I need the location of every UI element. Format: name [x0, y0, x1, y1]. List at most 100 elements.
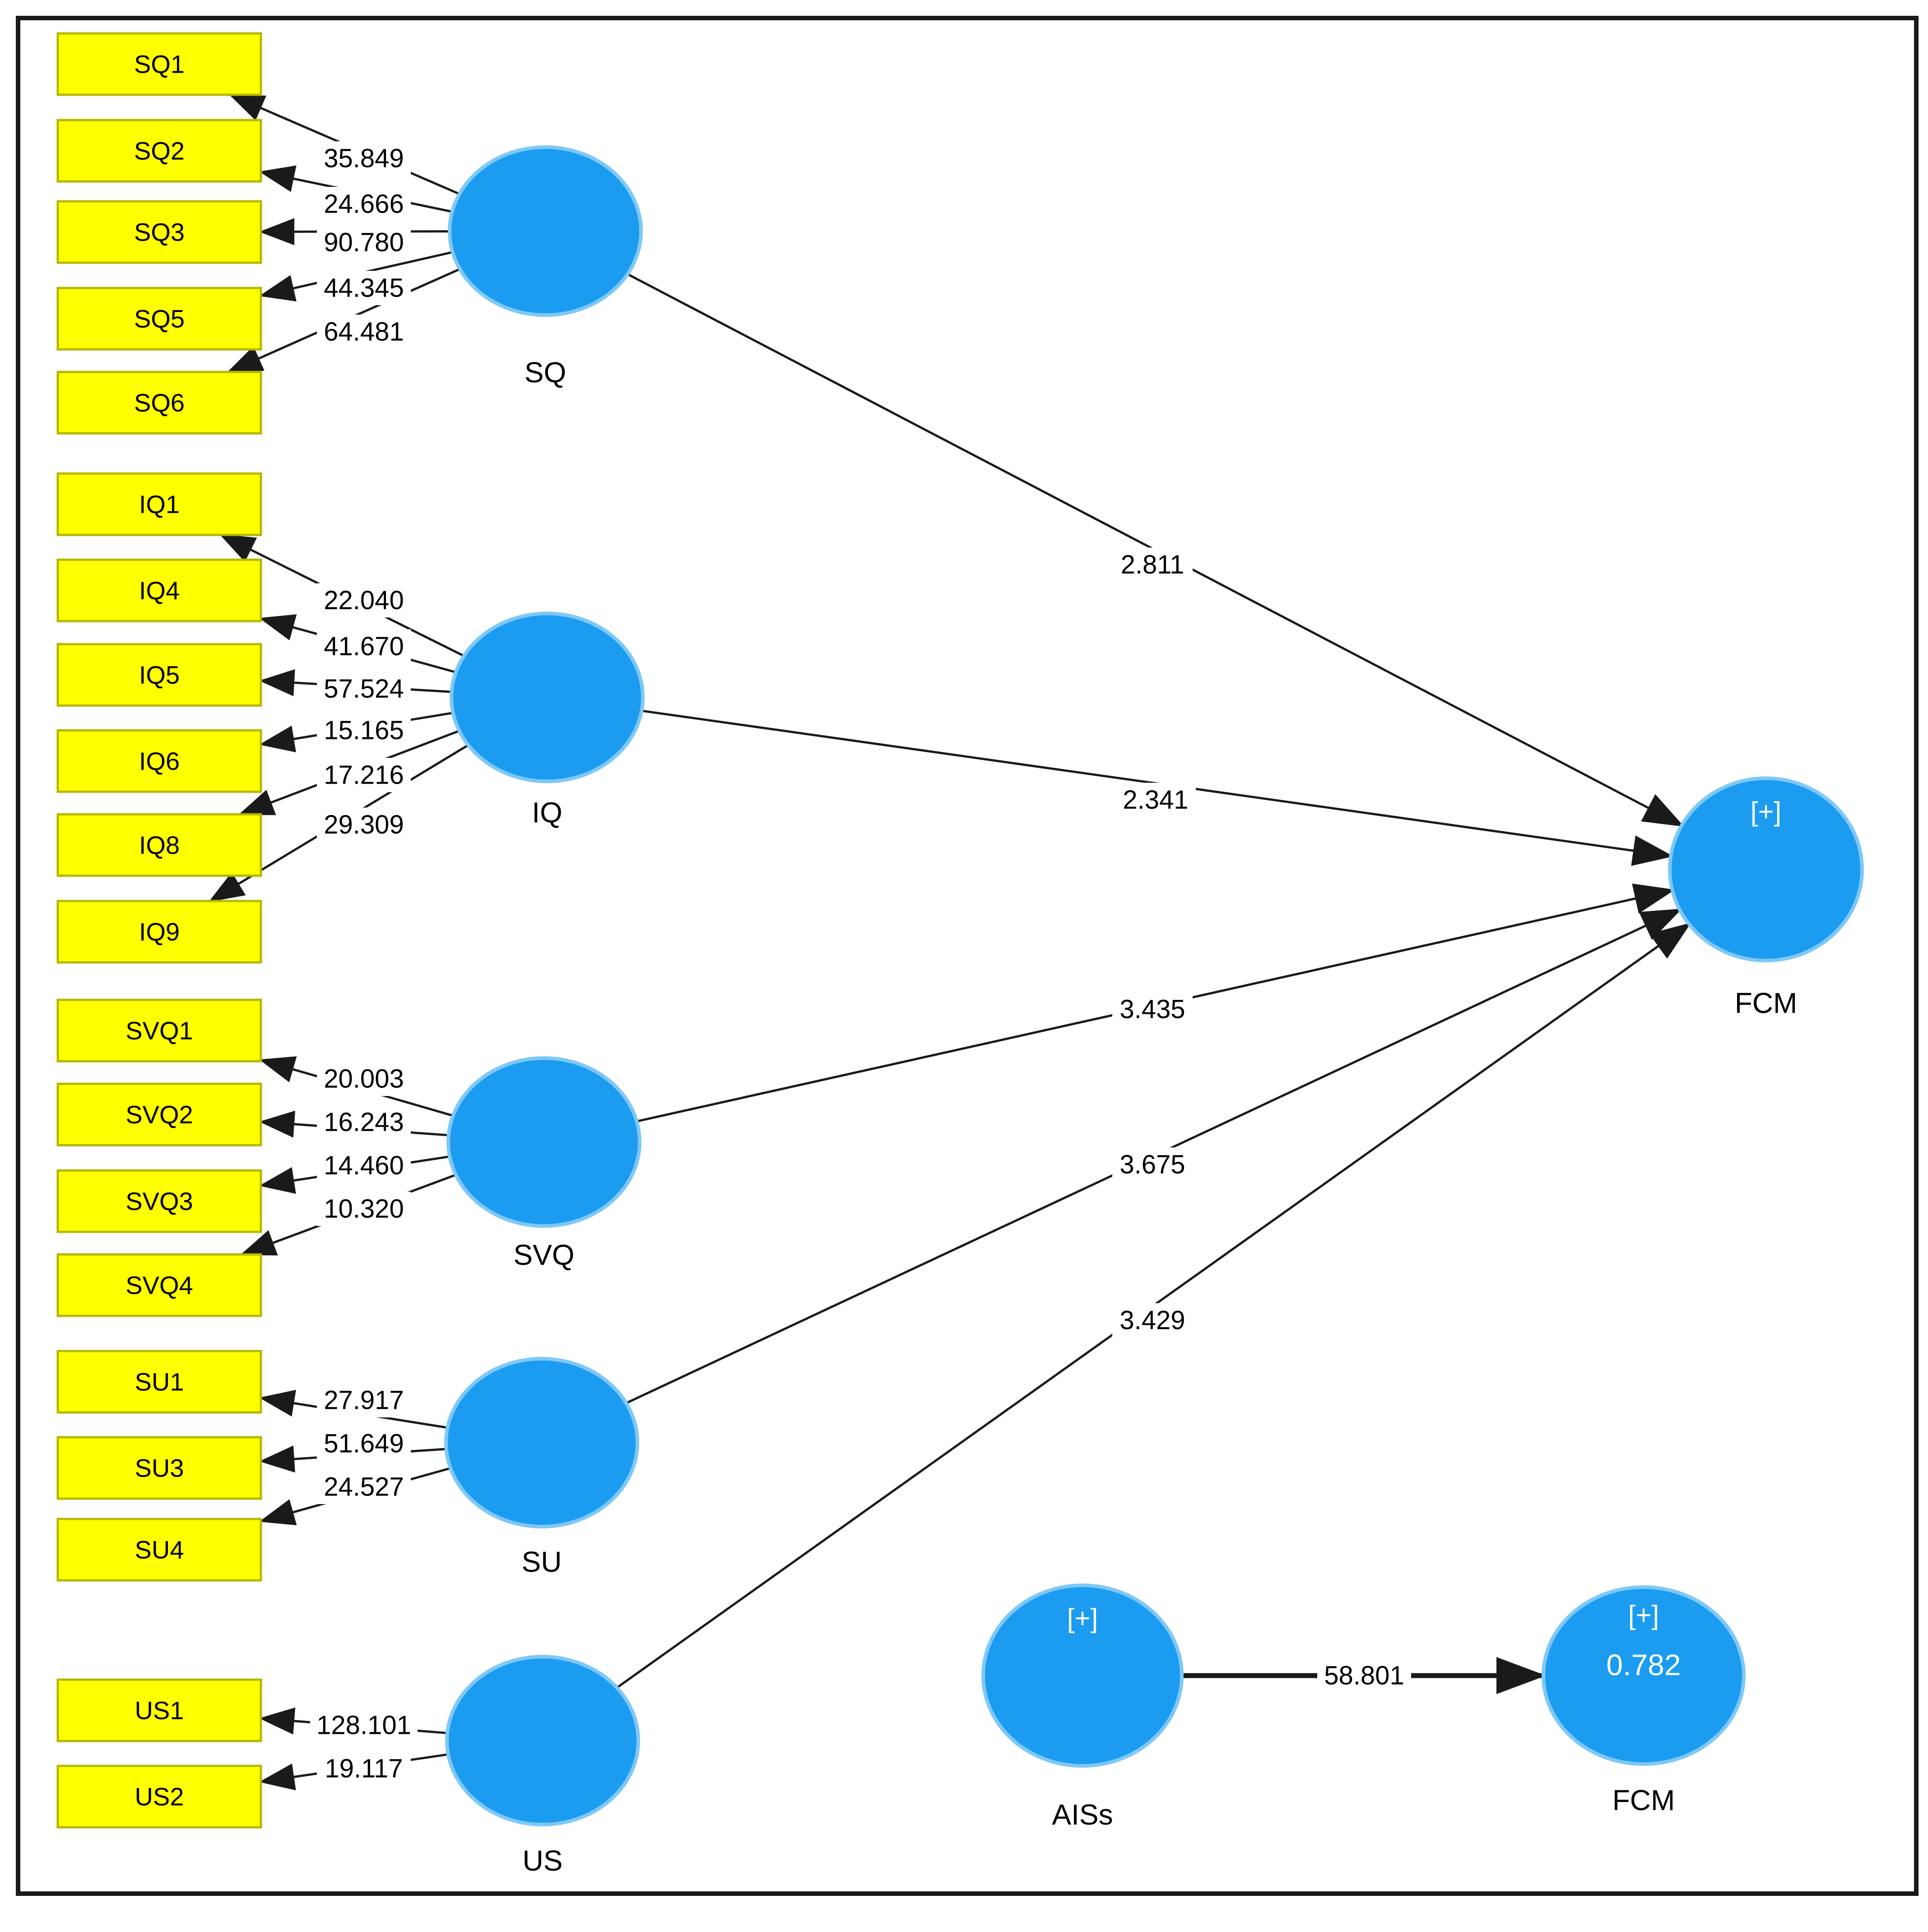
loading-value-SVQ-SVQ4-bg [317, 1192, 411, 1226]
loading-value-SVQ-SVQ1-bg [317, 1062, 411, 1096]
loading-value-SVQ-SVQ3: 14.460 [324, 1151, 404, 1180]
indicator-box-US1[interactable] [56, 1678, 262, 1742]
indicator-label-IQ6: IQ6 [139, 747, 180, 776]
indicator-box-SQ6[interactable] [56, 371, 262, 435]
construct-SVQ[interactable] [446, 1056, 641, 1228]
indicator-label-US1: US1 [135, 1696, 184, 1725]
loading-value-IQ-IQ1-bg [317, 583, 411, 618]
path-arrow-SVQ-FCM[interactable] [544, 883, 1675, 1143]
loading-value-SQ-SQ3: 90.780 [324, 228, 404, 257]
loading-value-US-US1-bg [310, 1708, 418, 1742]
indicator-box-SVQ3[interactable] [56, 1169, 262, 1233]
indicator-box-SU3[interactable] [56, 1436, 262, 1500]
loading-value-SVQ-SVQ1: 20.003 [324, 1064, 404, 1094]
indicator-label-SQ6: SQ6 [134, 389, 185, 417]
loading-value-SU-SU1: 27.917 [324, 1386, 404, 1415]
path-value-AISs-FCM-bg [1317, 1658, 1411, 1693]
construct-label-FCM-secondary: FCM [1612, 1784, 1675, 1816]
path-value-SU-FCM: 3.675 [1120, 1150, 1185, 1180]
path-value-AISs-FCM: 58.801 [1324, 1661, 1404, 1690]
loading-value-SQ-SQ3-bg [317, 225, 411, 260]
construct-SU[interactable] [444, 1357, 639, 1528]
indicator-box-SQ2[interactable] [56, 119, 262, 183]
loading-value-IQ-IQ4-bg [317, 629, 411, 664]
loading-value-SQ-SQ2: 24.666 [324, 190, 404, 219]
indicator-label-SQ2: SQ2 [134, 137, 185, 165]
path-arrow-SQ-FCM[interactable] [544, 230, 1684, 827]
loading-value-SU-SU3-bg [317, 1426, 411, 1461]
indicator-box-IQ6[interactable] [56, 729, 262, 793]
path-value-SVQ-FCM-bg [1112, 992, 1193, 1026]
indicator-box-IQ5[interactable] [56, 643, 262, 707]
indicator-box-SVQ1[interactable] [56, 999, 262, 1063]
loading-value-IQ-IQ5-bg [317, 672, 411, 706]
indicator-box-SU1[interactable] [56, 1350, 262, 1414]
loading-value-SQ-SQ6-bg [317, 315, 411, 349]
indicator-box-IQ9[interactable] [56, 900, 262, 964]
loading-value-IQ-IQ9-bg [317, 808, 411, 842]
indicator-label-IQ4: IQ4 [139, 576, 180, 605]
indicator-box-SVQ2[interactable] [56, 1082, 262, 1147]
expand-icon-AISs[interactable]: [+] [1067, 1603, 1098, 1634]
expand-icon-FCM[interactable]: [+] [1751, 797, 1781, 827]
loading-value-SU-SU3: 51.649 [324, 1429, 404, 1458]
r-squared-value-FCM: 0.782 [1606, 1648, 1681, 1681]
path-arrow-SU-FCM[interactable] [541, 908, 1682, 1444]
loading-value-US-US2: 19.117 [325, 1754, 403, 1783]
path-value-SQ-FCM: 2.811 [1121, 550, 1185, 580]
indicator-label-SVQ1: SVQ1 [125, 1017, 193, 1045]
construct-US[interactable] [445, 1655, 640, 1826]
loading-value-SU-SU4-bg [317, 1470, 411, 1504]
construct-FCM-secondary[interactable] [1542, 1585, 1746, 1766]
path-value-SU-FCM-bg [1112, 1147, 1193, 1182]
loading-value-IQ-IQ8: 17.216 [324, 761, 404, 790]
path-arrow-IQ-FCM[interactable] [547, 696, 1674, 866]
path-value-IQ-FCM-bg [1115, 783, 1196, 817]
loading-value-IQ-IQ5: 57.524 [324, 674, 404, 704]
loading-value-SQ-SQ1-bg [317, 141, 411, 176]
indicator-label-SQ1: SQ1 [134, 50, 185, 79]
construct-label-US: US [523, 1844, 563, 1877]
loading-value-SQ-SQ5: 44.345 [324, 274, 404, 303]
indicator-label-SVQ4: SVQ4 [125, 1271, 193, 1300]
loading-value-SQ-SQ5-bg [317, 271, 411, 305]
loading-value-SQ-SQ2-bg [317, 187, 411, 221]
indicator-label-SQ3: SQ3 [134, 218, 185, 246]
indicator-label-SVQ3: SVQ3 [125, 1187, 193, 1216]
loading-value-US-US2-bg [317, 1751, 411, 1786]
indicator-box-US2[interactable] [56, 1765, 262, 1829]
loading-value-IQ-IQ9: 29.309 [324, 810, 404, 840]
expand-icon-FCM-secondary[interactable]: [+] [1628, 1600, 1659, 1630]
indicator-box-SVQ4[interactable] [56, 1253, 262, 1317]
indicator-label-US2: US2 [135, 1783, 184, 1811]
indicator-label-IQ1: IQ1 [139, 490, 180, 519]
construct-FCM[interactable] [1668, 776, 1864, 962]
loading-value-SQ-SQ6: 64.481 [324, 317, 404, 347]
loading-value-IQ-IQ6: 15.165 [324, 716, 404, 745]
diagram-border [16, 16, 1919, 1896]
loading-value-SU-SU1-bg [317, 1383, 411, 1417]
construct-label-FCM: FCM [1735, 987, 1798, 1019]
indicator-box-SQ3[interactable] [56, 200, 262, 264]
indicator-box-SU4[interactable] [56, 1518, 262, 1582]
construct-label-IQ: IQ [532, 796, 562, 829]
indicator-label-IQ8: IQ8 [139, 831, 180, 859]
loading-value-SVQ-SVQ2: 16.243 [324, 1108, 404, 1137]
loading-value-SU-SU4: 24.527 [324, 1472, 404, 1502]
construct-AISs[interactable] [981, 1584, 1184, 1768]
indicator-label-SU3: SU3 [135, 1454, 184, 1482]
loading-value-SVQ-SVQ3-bg [317, 1148, 411, 1183]
loading-value-SQ-SQ1: 35.849 [324, 144, 404, 173]
indicator-box-SQ5[interactable] [56, 287, 262, 351]
construct-SQ[interactable] [448, 145, 643, 317]
indicator-box-IQ8[interactable] [56, 813, 262, 877]
construct-label-SVQ: SVQ [513, 1239, 574, 1271]
indicator-label-SVQ2: SVQ2 [125, 1101, 193, 1129]
path-value-US-FCM: 3.429 [1120, 1306, 1185, 1335]
construct-IQ[interactable] [450, 612, 645, 783]
indicator-box-IQ4[interactable] [56, 558, 262, 622]
indicator-box-IQ1[interactable] [56, 472, 262, 536]
loading-value-SVQ-SVQ2-bg [317, 1105, 411, 1139]
indicator-box-SQ1[interactable] [56, 32, 262, 96]
